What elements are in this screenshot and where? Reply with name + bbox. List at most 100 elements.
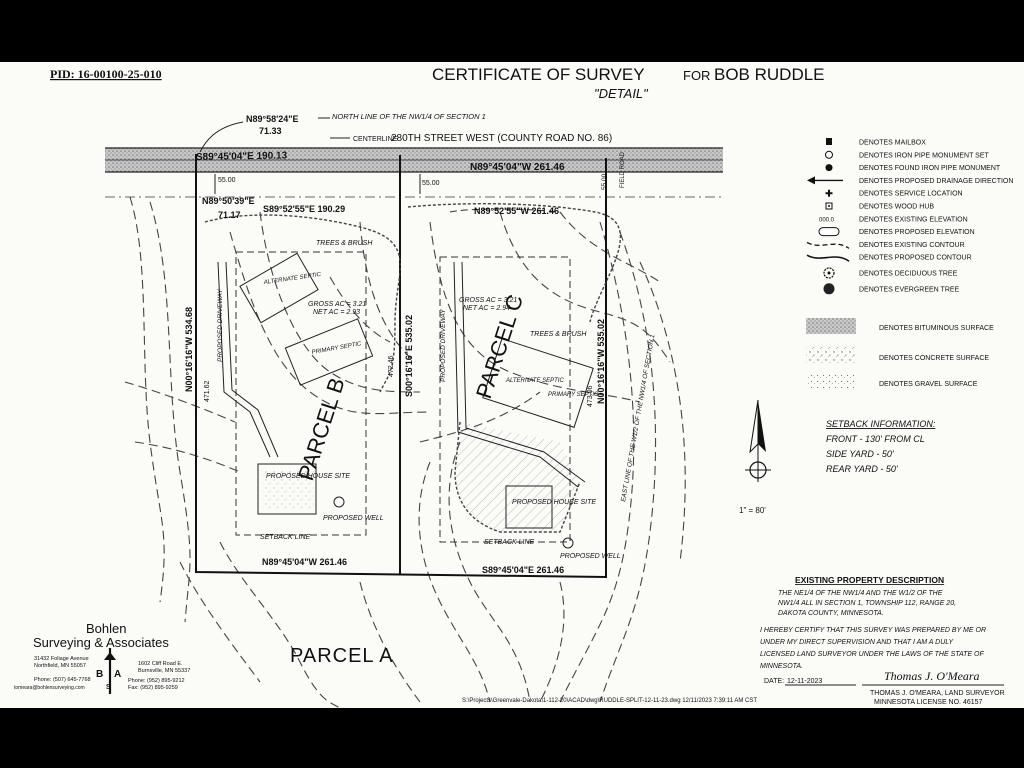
field-road-label: FIELD ROAD (620, 151, 626, 188)
existing-contours (124, 196, 686, 708)
legend-item-text: DENOTES PROPOSED ELEVATION (859, 229, 975, 236)
parcel-c-house-label: PROPOSED HOUSE SITE (512, 499, 596, 506)
legend-item-text: DENOTES FOUND IRON PIPE MONUMENT (859, 165, 1001, 172)
parcel-c-gross: GROSS AC = 3.21 (459, 297, 517, 304)
cert-line-1: I HEREBY CERTIFY THAT THIS SURVEY WAS PR… (760, 627, 986, 634)
company-addr1-l1: 31432 Foliage Avenue (34, 656, 89, 662)
parcel-c-driveway-label: PROPOSED DRIVEWAY (440, 309, 447, 382)
parcel-b-well-icon (333, 496, 345, 508)
parcel-b-primary-septic-area (284, 318, 374, 386)
company-addr1-l2: Northfield, MN 55057 (34, 663, 86, 669)
setback-rear: REAR YARD - 50' (826, 464, 898, 474)
parcel-b-primary-septic-label: PRIMARY SEPTIC (311, 341, 362, 356)
legend-item-text: DENOTES WOOD HUB (859, 204, 934, 211)
parcel-c-alt-septic-label: ALTERNATE SEPTIC (505, 378, 564, 384)
iron-pipe-set-icon (825, 150, 833, 159)
parcel-b-setback-label: SETBACK LINE (260, 534, 311, 541)
title-block: PID: 16-00100-25-010 CERTIFICATE OF SURV… (50, 65, 825, 101)
certification-block: I HEREBY CERTIFY THAT THIS SURVEY WAS PR… (760, 627, 1005, 706)
mailbox-icon (826, 138, 832, 145)
parcel-b-trees: TREES & BRUSH (316, 240, 373, 247)
logo-letter-b: B (96, 669, 103, 680)
parcel-b-net: NET AC = 2.93 (313, 309, 360, 316)
title-main: CERTIFICATE OF SURVEY (432, 65, 645, 84)
road-offset-dims: 55.00 55.00 55.00 (214, 173, 608, 194)
setback-front: FRONT - 130' FROM CL (826, 434, 925, 444)
title-for: FOR (683, 68, 710, 83)
road-bearing-2: N89°45'04"W 261.46 (470, 162, 565, 173)
surveyor-license: MINNESOTA LICENSE NO. 46157 (874, 699, 983, 706)
surface-legend: DENOTES BITUMINOUS SURFACE DENOTES CONCR… (806, 318, 994, 388)
file-path: S:\Projects\Greenvale-Dakota\1-112-20\AC… (462, 698, 757, 704)
parcel-b-well-label: PROPOSED WELL (323, 515, 384, 522)
parcel-b-west-bearing: N00°16'16"W 534.68 (184, 307, 194, 392)
dim-55-left: 55.00 (218, 177, 236, 184)
parcel-b-label: PARCEL B (293, 375, 350, 484)
parcel-b-alt-septic-label: ALTERNATE SEPTIC (262, 272, 322, 286)
parcel-c-net: NET AC = 2.94 (463, 305, 510, 312)
deciduous-tree-icon (823, 267, 835, 279)
nw-corner-dist: 71.33 (259, 126, 282, 136)
parcel-b-house-label: PROPOSED HOUSE SITE (266, 473, 350, 480)
parcel-b-driveway-label: PROPOSED DRIVEWAY (217, 289, 224, 362)
parcel-b-nw-dist: 71.17 (218, 210, 241, 220)
parcel-b-gross: GROSS AC = 3.21 (308, 301, 366, 308)
tree-lines (204, 203, 622, 533)
surface-gravel: DENOTES GRAVEL SURFACE (879, 381, 978, 388)
cert-line-2: UNDER MY DIRECT SUPERVISION AND THAT I A… (760, 639, 955, 646)
company-logo-icon: B A S (96, 648, 121, 694)
legend-item-text: DENOTES PROPOSED DRAINAGE DIRECTION (859, 178, 1013, 185)
gravel-swatch (806, 374, 856, 388)
company-name-1: Bohlen (86, 621, 126, 636)
drainage-arrow-icon (807, 176, 843, 185)
date-label: DATE: (764, 678, 784, 685)
bituminous-swatch (806, 318, 856, 334)
surveyor-signature: Thomas J. O'Meara (884, 669, 980, 683)
legend-elev-sample: 000.0 (819, 217, 835, 223)
property-description: EXISTING PROPERTY DESCRIPTION THE NE1/4 … (778, 575, 956, 617)
description-line-2: NW1/4 ALL IN SECTION 1, TOWNSHIP 112, RA… (778, 600, 956, 607)
parcel-b-west-dim: 471.62 (204, 380, 211, 402)
title-subtitle: "DETAIL" (594, 86, 649, 101)
north-arrow-icon: 1" = 80' (739, 399, 771, 515)
parcel-c-east-line: EAST LINE OF THE W1/2 OF THE NW1/4 OF SE… (620, 334, 656, 503)
company-block: Bohlen Surveying & Associates 31432 Foli… (14, 621, 190, 694)
description-line-1: THE NE1/4 OF THE NW1/4 AND THE W1/2 OF T… (778, 590, 943, 597)
company-name-2: Surveying & Associates (33, 635, 169, 650)
road-280th-street: S89°45'04"E 190.13 N89°45'04"W 261.46 NO… (105, 112, 723, 198)
legend-item-text: DENOTES EXISTING CONTOUR (859, 242, 965, 249)
company-fax: Fax: (952) 895-9259 (128, 685, 178, 691)
parcel-c-east-dim: 473.06 (587, 385, 594, 407)
proposed-elevation-icon (818, 227, 840, 237)
nw-corner-bearing: N89°58'24"E (246, 114, 299, 124)
parcel-c-septic-area (482, 338, 594, 428)
evergreen-tree-icon (823, 283, 835, 295)
parcel-c-house-site (505, 485, 553, 529)
parcel-a-label: PARCEL A (290, 645, 394, 667)
parcel-c-shared-bearing: S00°16'16"E 535.02 (404, 315, 414, 397)
parcel-c-south-bearing: S89°45'04"E 261.46 (482, 565, 564, 575)
parcel-c-primary-septic-label: PRIMARY SEPTIC (548, 392, 599, 398)
parcel-b-south-bearing: N89°45'04"W 261.46 (262, 557, 347, 567)
setback-info: SETBACK INFORMATION: FRONT - 130' FROM C… (826, 419, 936, 474)
company-addr2-l1: 1602 Cliff Road E. (138, 661, 183, 667)
legend-item-text: DENOTES SERVICE LOCATION (859, 191, 963, 198)
existing-contour-icon (806, 241, 850, 249)
company-email: tomeara@bohlensurveying.com (14, 685, 85, 691)
dim-55-right: 55.00 (601, 173, 608, 190)
parcel-c-well-label: PROPOSED WELL (560, 553, 621, 560)
parcel-c-trees: TREES & BRUSH (530, 331, 587, 338)
centerline-prefix: CENTERLINE (353, 136, 398, 143)
surface-concrete: DENOTES CONCRETE SURFACE (879, 355, 989, 362)
service-location-icon (825, 189, 833, 197)
company-addr2-l2: Burnsville, MN 55337 (138, 668, 190, 674)
legend-item-text: DENOTES EVERGREEN TREE (859, 286, 960, 293)
road-bearing-1: S89°45'04"E 190.13 (196, 150, 288, 163)
centerline-name: 280TH STREET WEST (COUNTY ROAD NO. 86) (391, 133, 612, 144)
parcel-c-east-bearing: N00°16'16"W 535.02 (596, 319, 606, 404)
legend-item-text: DENOTES MAILBOX (859, 140, 926, 147)
setback-title: SETBACK INFORMATION: (826, 419, 936, 429)
parcel-c-well-icon (562, 537, 574, 549)
setback-side: SIDE YARD - 50' (826, 449, 894, 459)
cert-line-3: LICENSED LAND SURVEYOR UNDER THE LAWS OF… (760, 651, 985, 658)
